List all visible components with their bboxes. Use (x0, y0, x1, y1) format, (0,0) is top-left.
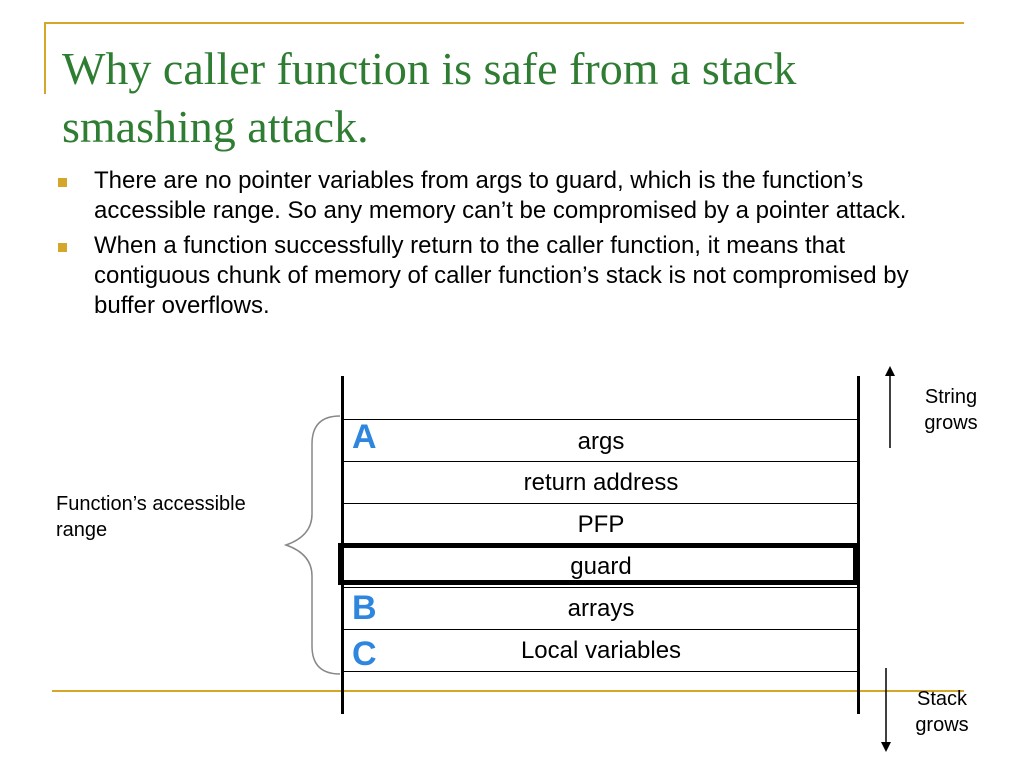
arrow-up-icon (885, 366, 895, 448)
cell-divider (342, 419, 860, 420)
left-accent-line (44, 22, 46, 94)
guard-highlight-box (338, 543, 858, 585)
accessible-range-label: Function’s accessible range (56, 493, 246, 541)
bullet-item: There are no pointer variables from args… (56, 166, 956, 226)
arrow-down-icon (881, 668, 891, 752)
cell-divider (342, 587, 860, 588)
marker-b: B (352, 589, 377, 627)
cell-local-variables: Local variables (520, 637, 682, 664)
cell-divider (342, 461, 860, 462)
marker-a: A (352, 418, 377, 456)
bullet-text: There are no pointer variables from args… (94, 167, 907, 224)
cell-divider (342, 671, 860, 672)
bottom-accent-line (52, 690, 964, 692)
bullet-list: There are no pointer variables from args… (56, 166, 956, 326)
cell-divider (342, 629, 860, 630)
slide-title: Why caller function is safe from a stack… (62, 43, 797, 152)
cell-guard: guard (570, 553, 632, 580)
cell-arrays: arrays (567, 595, 635, 622)
range-brace-icon (283, 415, 341, 675)
stack-right-wall (857, 376, 860, 714)
cell-divider (342, 503, 860, 504)
cell-return-address: return address (523, 469, 679, 496)
bullet-item: When a function successfully return to t… (56, 231, 956, 321)
cell-pfp: PFP (577, 511, 625, 538)
bullet-square-icon (58, 243, 67, 252)
top-accent-line (44, 22, 964, 24)
cell-args: args (577, 428, 625, 455)
bullet-square-icon (58, 178, 67, 187)
bullet-text: When a function successfully return to t… (94, 232, 909, 319)
stack-grows-label: Stack grows (915, 688, 969, 736)
string-grows-label: String grows (924, 386, 978, 434)
marker-c: C (352, 635, 377, 673)
